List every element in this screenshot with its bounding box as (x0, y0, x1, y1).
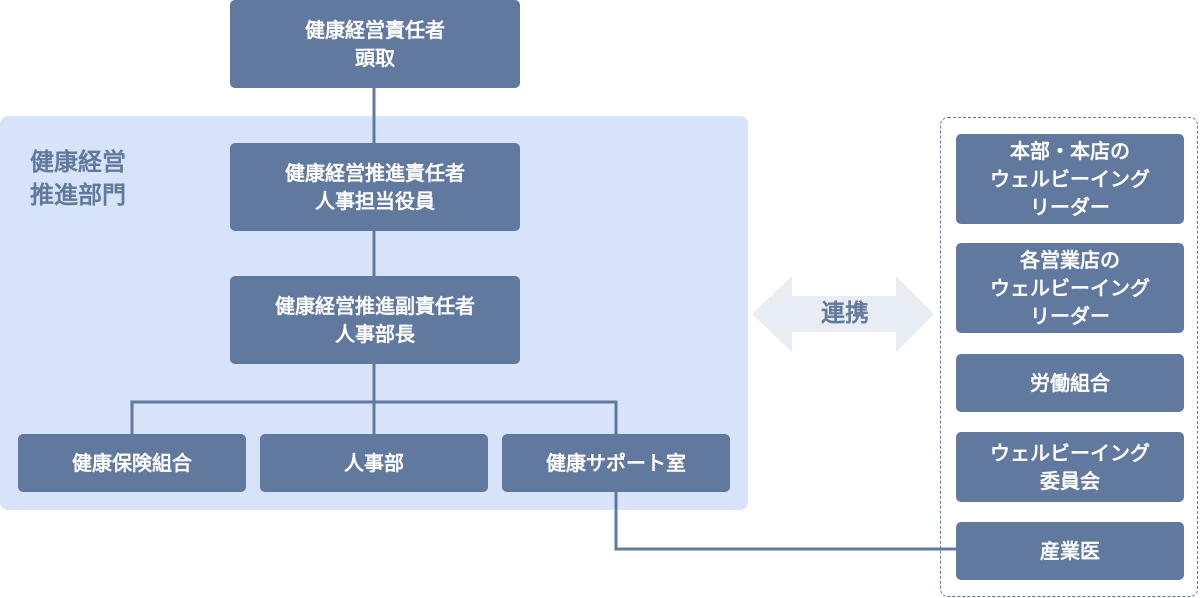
chief-role: 頭取 (355, 46, 395, 70)
partner-label-line: 産業医 (1040, 539, 1100, 563)
industrial-physician-box: 産業医 (956, 522, 1184, 580)
unit-hr-box: 人事部 (260, 434, 488, 492)
partner-label-line: リーダー (1030, 195, 1110, 219)
partner-label-line: 委員会 (1040, 469, 1100, 493)
hq-wellbeing-leader-box: 本部・本店の ウェルビーイング リーダー (956, 134, 1184, 224)
partner-label-line: ウェルビーイング (990, 276, 1150, 300)
branch-wellbeing-leader-box: 各営業店の ウェルビーイング リーダー (956, 243, 1184, 333)
partner-label-line: リーダー (1030, 304, 1110, 328)
partner-label-line: 本部・本店の (1010, 139, 1130, 163)
partner-label-line: 労働組合 (1030, 371, 1110, 395)
deputy-box: 健康経営推進副責任者 人事部長 (230, 276, 520, 364)
unit-label: 健康サポート室 (546, 451, 686, 475)
partner-label-line: ウェルビーイング (990, 167, 1150, 191)
officer-role: 人事担当役員 (315, 189, 435, 213)
department-label: 健康経営 推進部門 (30, 148, 126, 209)
unit-health-insurance-box: 健康保険組合 (18, 434, 246, 492)
unit-label: 健康保険組合 (72, 451, 192, 475)
deputy-title: 健康経営推進副責任者 (275, 294, 475, 318)
labor-union-box: 労働組合 (956, 354, 1184, 412)
officer-box: 健康経営推進責任者 人事担当役員 (230, 143, 520, 231)
connector-units-bar (130, 400, 618, 436)
connector-support-physician (614, 490, 958, 551)
partner-label-line: ウェルビーイング (990, 441, 1150, 465)
bidirectional-arrow (752, 276, 934, 352)
link-label: 連携 (821, 299, 869, 327)
chief-box: 健康経営責任者 頭取 (230, 0, 520, 88)
wellbeing-committee-box: ウェルビーイング 委員会 (956, 432, 1184, 502)
partner-label-line: 各営業店の (1020, 248, 1120, 272)
unit-label: 人事部 (344, 451, 404, 475)
unit-health-support-box: 健康サポート室 (502, 434, 730, 492)
chief-title: 健康経営責任者 (305, 18, 445, 42)
partner-group (940, 117, 1198, 597)
officer-title: 健康経営推進責任者 (285, 161, 465, 185)
deputy-role: 人事部長 (335, 322, 415, 346)
